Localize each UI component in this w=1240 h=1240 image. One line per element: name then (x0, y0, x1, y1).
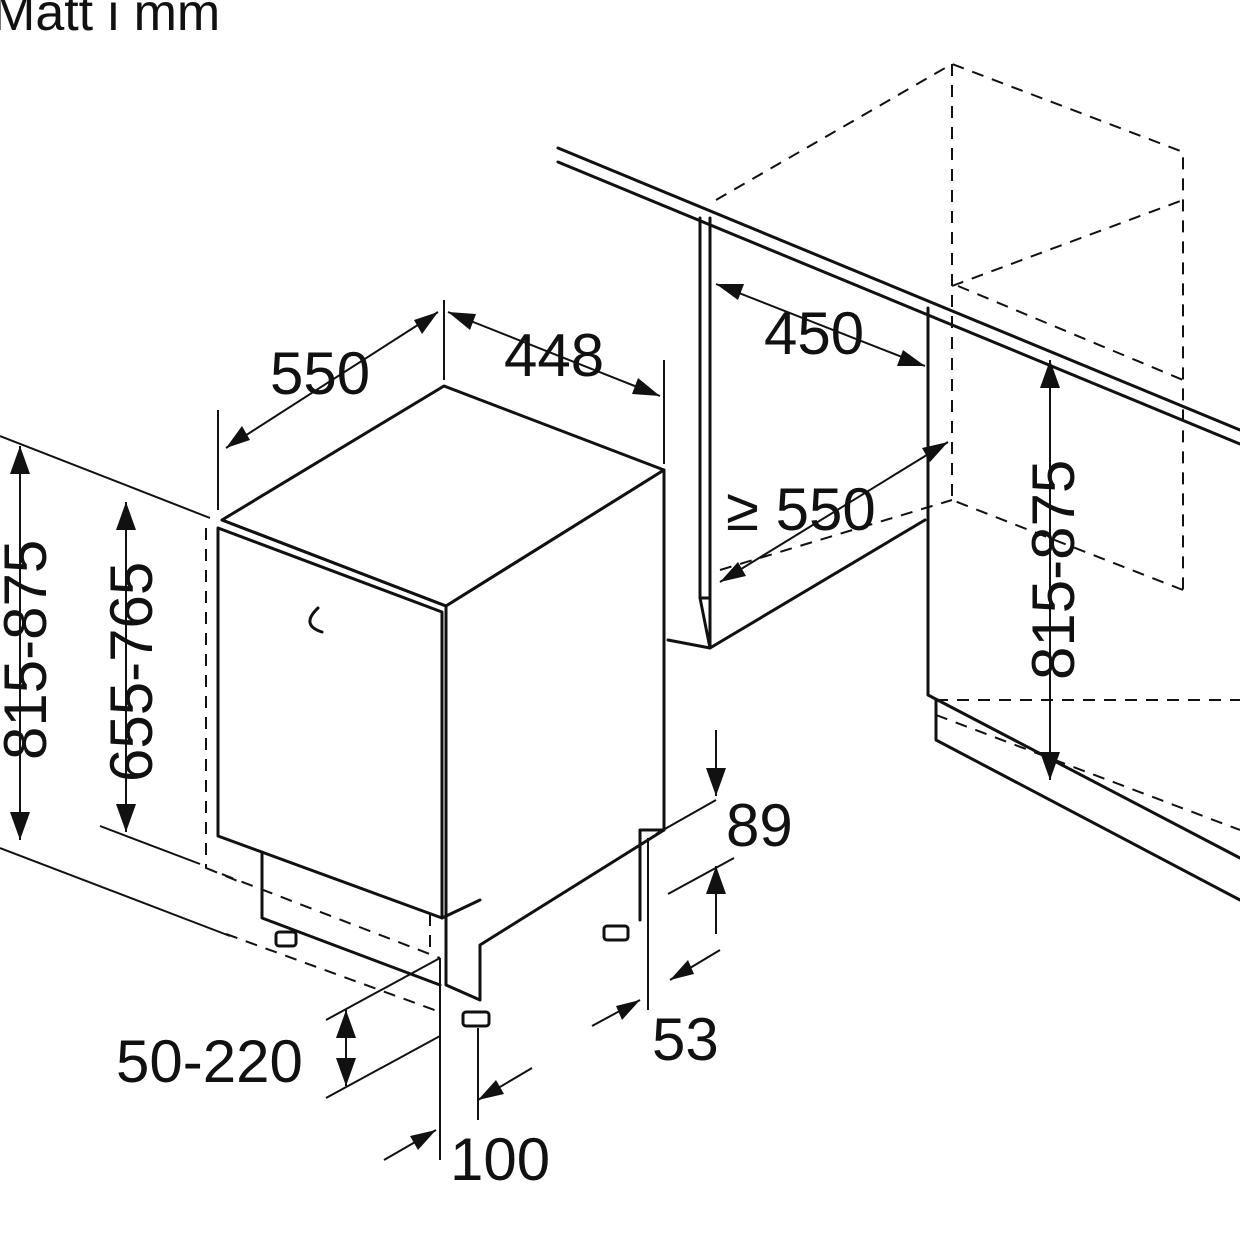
label-toe-kick-height: 89 (726, 792, 793, 859)
diagram-title: Mått i mm (0, 0, 220, 42)
dishwasher-base (260, 828, 666, 987)
niche-dashed-volume (715, 62, 1240, 701)
door-handle (308, 606, 324, 634)
dishwasher-feet (274, 924, 630, 1028)
label-toe-kick-depth: 53 (652, 1006, 719, 1073)
cabinet-niche (556, 62, 1240, 902)
label-niche-width: 450 (764, 300, 864, 367)
niche-dashed-lower (935, 714, 1240, 831)
dishwasher-side (444, 468, 666, 1002)
label-niche-depth: ≥ 550 (726, 476, 876, 543)
label-total-height: 815-875 (0, 540, 59, 760)
label-plinth-range: 50-220 (116, 1028, 303, 1095)
label-depth-top: 550 (270, 340, 370, 407)
dishwasher-dimension-lines (0, 300, 735, 1161)
right-cabinet-side (926, 306, 1240, 902)
label-width-top: 448 (504, 322, 604, 389)
door-top-edge (220, 518, 448, 614)
niche-dimension-lines (715, 283, 1060, 780)
label-foot-offset: 100 (450, 1126, 550, 1193)
label-niche-height: 815-875 (1020, 460, 1087, 680)
worktop (556, 146, 1240, 446)
left-cabinet-bottom (666, 518, 927, 650)
left-cabinet-side (698, 216, 712, 650)
dishwasher (205, 384, 666, 1028)
label-door-height: 655-765 (98, 562, 165, 782)
dishwasher-dashed-contour (205, 528, 441, 1013)
